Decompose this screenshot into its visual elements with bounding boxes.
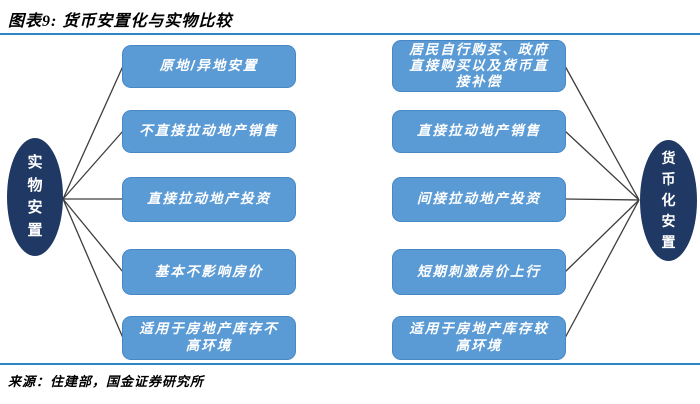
left-box-inventory-context: 适用于房地产库存不高环境: [122, 316, 296, 360]
right-box-sales-effect: 直接拉动地产销售: [392, 110, 566, 153]
right-connector-5: [564, 199, 640, 339]
right-box-investment-effect: 间接拉动地产投资: [392, 177, 566, 222]
left-box-sales-effect: 不直接拉动地产销售: [122, 110, 296, 153]
right-box-purchase-methods: 居民自行购买、政府直接购买以及货币直接补偿: [392, 40, 566, 92]
right-box-inventory-context: 适用于房地产库存较高环境: [392, 316, 566, 360]
left-connector-4: [62, 198, 124, 273]
left-connector-1: [62, 65, 124, 200]
right-connector-1: [564, 65, 640, 201]
left-connector-2: [62, 130, 124, 200]
left-node-physical-resettlement: 实物安置: [7, 138, 63, 256]
right-connector-3: [564, 198, 640, 201]
left-box-relocation-type: 原地/异地安置: [122, 45, 296, 88]
right-connector-2: [564, 130, 640, 201]
top-rule: [0, 33, 700, 35]
left-box-price-effect: 基本不影响房价: [122, 249, 296, 295]
right-node-monetized-resettlement: 货币化安置: [640, 140, 697, 261]
figure-title: 图表9: 货币安置化与实物比较: [8, 13, 233, 30]
right-connector-4: [564, 199, 640, 273]
left-connector-5: [62, 198, 124, 339]
right-node-label: 货币化安置: [661, 150, 676, 250]
left-node-label: 实物安置: [27, 154, 43, 239]
left-box-investment-effect: 直接拉动地产投资: [122, 177, 296, 222]
source-note: 来源：住建部，国金证券研究所: [8, 374, 205, 389]
right-box-price-effect: 短期刺激房价上行: [392, 249, 566, 295]
bottom-rule: [0, 363, 700, 365]
